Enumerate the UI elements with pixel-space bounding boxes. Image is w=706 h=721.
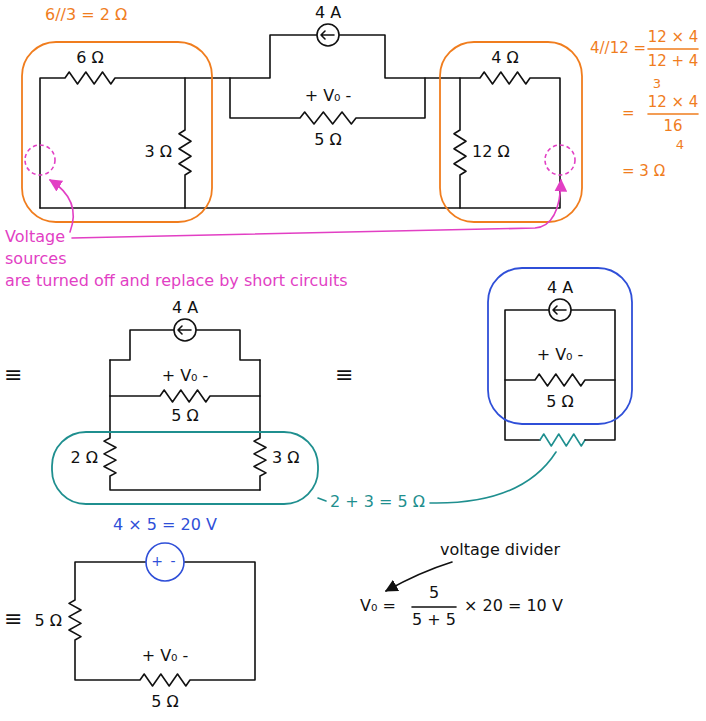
voltage-label: + V₀ -: [142, 646, 189, 665]
leader-line: [318, 498, 326, 501]
equation-text: × 20 = 10 V: [464, 596, 563, 615]
resistor-symbol: [254, 360, 266, 490]
wires: [40, 35, 615, 686]
strokes: [50, 31, 698, 607]
resistor-value: 12 Ω: [472, 142, 510, 161]
calculation-note: 4: [676, 137, 684, 153]
equivalence-sign: ≡: [4, 606, 22, 632]
resistor-value: 2 Ω: [71, 448, 99, 467]
calculation-note: 12 + 4: [648, 52, 699, 70]
shorted-source-mark: [545, 145, 575, 175]
resistor-value: 5 Ω: [151, 692, 179, 711]
resistor-value: 5 Ω: [546, 392, 574, 411]
resistor-value: 4 Ω: [491, 48, 519, 67]
annotation-note: Voltage sources are turned off and repla…: [5, 226, 465, 292]
leader-arrow: [50, 180, 73, 232]
wire: [196, 330, 260, 360]
leader-arrow: [386, 562, 452, 591]
wire: [571, 310, 615, 440]
resistor-symbol: [505, 374, 615, 386]
calculation-note: 4 × 5 = 20 V: [113, 515, 217, 534]
resistor-value: 5 Ω: [35, 611, 63, 630]
calculation-note: =: [622, 104, 635, 122]
wire: [505, 310, 549, 440]
current-source: [174, 319, 196, 341]
wrap-spacer: [85, 226, 465, 270]
wire: [40, 35, 560, 208]
resistor-value: 3 Ω: [272, 448, 300, 467]
source-arrow: [178, 326, 191, 334]
source-arrow: [553, 306, 566, 314]
leader-line: [430, 452, 556, 503]
wire: [110, 330, 174, 360]
equation-text: V₀ =: [360, 596, 396, 615]
source-arrow: [321, 31, 334, 39]
resistor-value: 5 Ω: [314, 130, 342, 149]
calculation-note: 4//12 =: [590, 39, 646, 57]
current-source: [549, 299, 571, 321]
resistor-symbol: [110, 390, 260, 402]
group-outline: [52, 432, 318, 504]
group-outline: [22, 42, 212, 222]
calculation-note: 6//3 = 2 Ω: [45, 5, 127, 24]
polarity-sign: -: [170, 553, 175, 570]
calculation-note: 12 × 4: [648, 28, 699, 46]
group-outline: [440, 42, 582, 222]
leader-arrow: [72, 180, 561, 238]
current-source: [317, 24, 339, 46]
sources: [25, 24, 575, 581]
resistor-symbol: [104, 360, 260, 490]
source-value: 4 A: [315, 3, 341, 22]
source-value: 4 A: [547, 278, 573, 297]
polarity-sign: +: [151, 553, 163, 570]
fraction-bar: [648, 113, 698, 115]
calculation-note: 12 × 4: [648, 93, 699, 111]
voltage-label: + V₀ -: [537, 345, 584, 364]
resistor-value: 5 Ω: [171, 406, 199, 425]
shorted-source-mark: [25, 145, 55, 175]
fraction-bar: [648, 48, 698, 50]
calculation-note: 2 + 3 = 5 Ω: [330, 492, 425, 511]
voltage-label: + V₀ -: [305, 86, 352, 105]
wire: [40, 35, 317, 208]
group-outline: [488, 268, 632, 424]
resistor-symbol: [540, 434, 585, 446]
voltage-source: [146, 543, 184, 581]
equivalence-sign: ≡: [4, 362, 22, 388]
source-value: 4 A: [172, 298, 198, 317]
resistor-symbol: [179, 78, 191, 208]
annotation-note: voltage divider: [440, 540, 560, 559]
resistor-value: 6 Ω: [76, 48, 104, 67]
calculation-note: 3: [653, 76, 661, 92]
resistor-value: 3 Ω: [145, 142, 173, 161]
voltage-label: + V₀ -: [162, 366, 209, 385]
equivalence-sign: ≡: [335, 362, 353, 388]
equation-text: 5: [429, 583, 439, 602]
resistor-symbol: [230, 78, 425, 124]
calculation-note: = 3 Ω: [622, 162, 665, 180]
equation-text: 5 + 5: [412, 610, 456, 629]
fraction-bar: [412, 606, 456, 608]
resistor-symbol: [454, 78, 466, 208]
calculation-note: 16: [663, 117, 682, 135]
